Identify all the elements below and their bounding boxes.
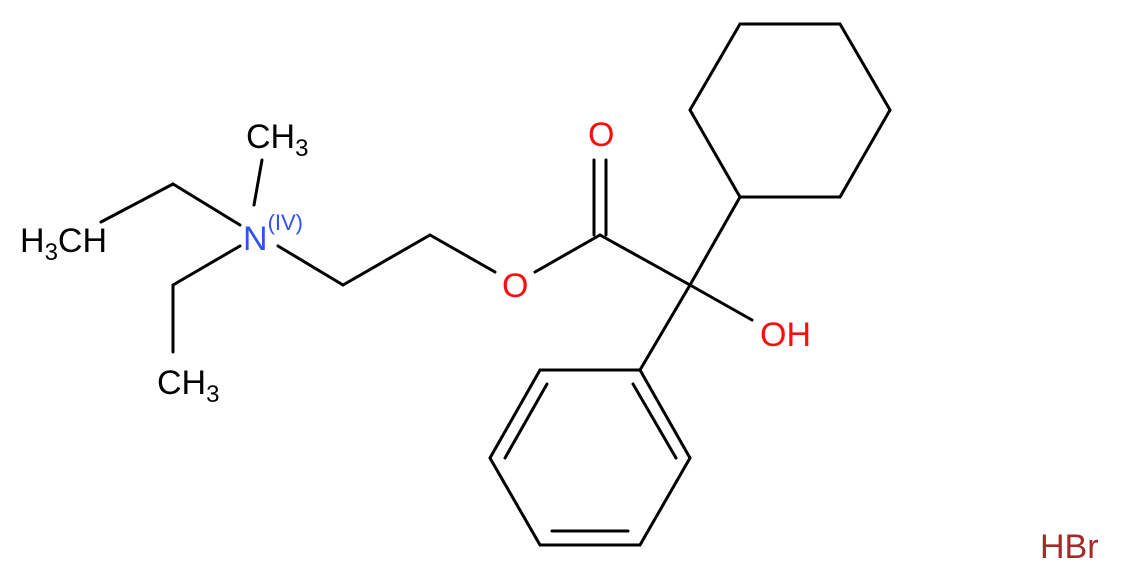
bond-n-chain bbox=[276, 244, 345, 287]
ester-oxygen-label: O bbox=[502, 267, 528, 305]
bond-n-ethyl-1 bbox=[171, 182, 242, 227]
carbonyl-oxygen-label: O bbox=[588, 116, 614, 154]
label-group: CH3 H3CH CH3 N(IV) O O OH HBr bbox=[20, 116, 1099, 566]
nitrogen-label: N(IV) bbox=[243, 210, 303, 258]
bond-chain-2 bbox=[428, 233, 497, 274]
cyclohexyl-ring bbox=[688, 22, 892, 199]
methyl-left-label: H3CH bbox=[20, 222, 107, 266]
bond-carbonyl-quat bbox=[598, 233, 692, 287]
phenyl-ring bbox=[488, 368, 692, 547]
phenyl-double-2 bbox=[503, 382, 549, 460]
bond-n-methyl bbox=[252, 158, 264, 207]
bond-o-carbonyl bbox=[533, 233, 602, 274]
methyl-top-label: CH3 bbox=[246, 118, 308, 162]
phenyl-double-1 bbox=[631, 382, 678, 460]
counter-ion-label: HBr bbox=[1040, 528, 1099, 566]
bond-chain-1 bbox=[341, 233, 432, 287]
bond-quat-phenyl bbox=[638, 283, 692, 372]
methyl-bottom-label: CH3 bbox=[157, 364, 219, 408]
bond-group bbox=[99, 22, 892, 547]
bond-n-ethyl-2 bbox=[171, 244, 242, 287]
bond-quat-cyclohexyl bbox=[688, 195, 742, 287]
bond-quat-oh bbox=[688, 283, 754, 322]
bond-ethyl-1-ch3 bbox=[99, 182, 175, 224]
hydroxyl-label: OH bbox=[760, 316, 811, 354]
